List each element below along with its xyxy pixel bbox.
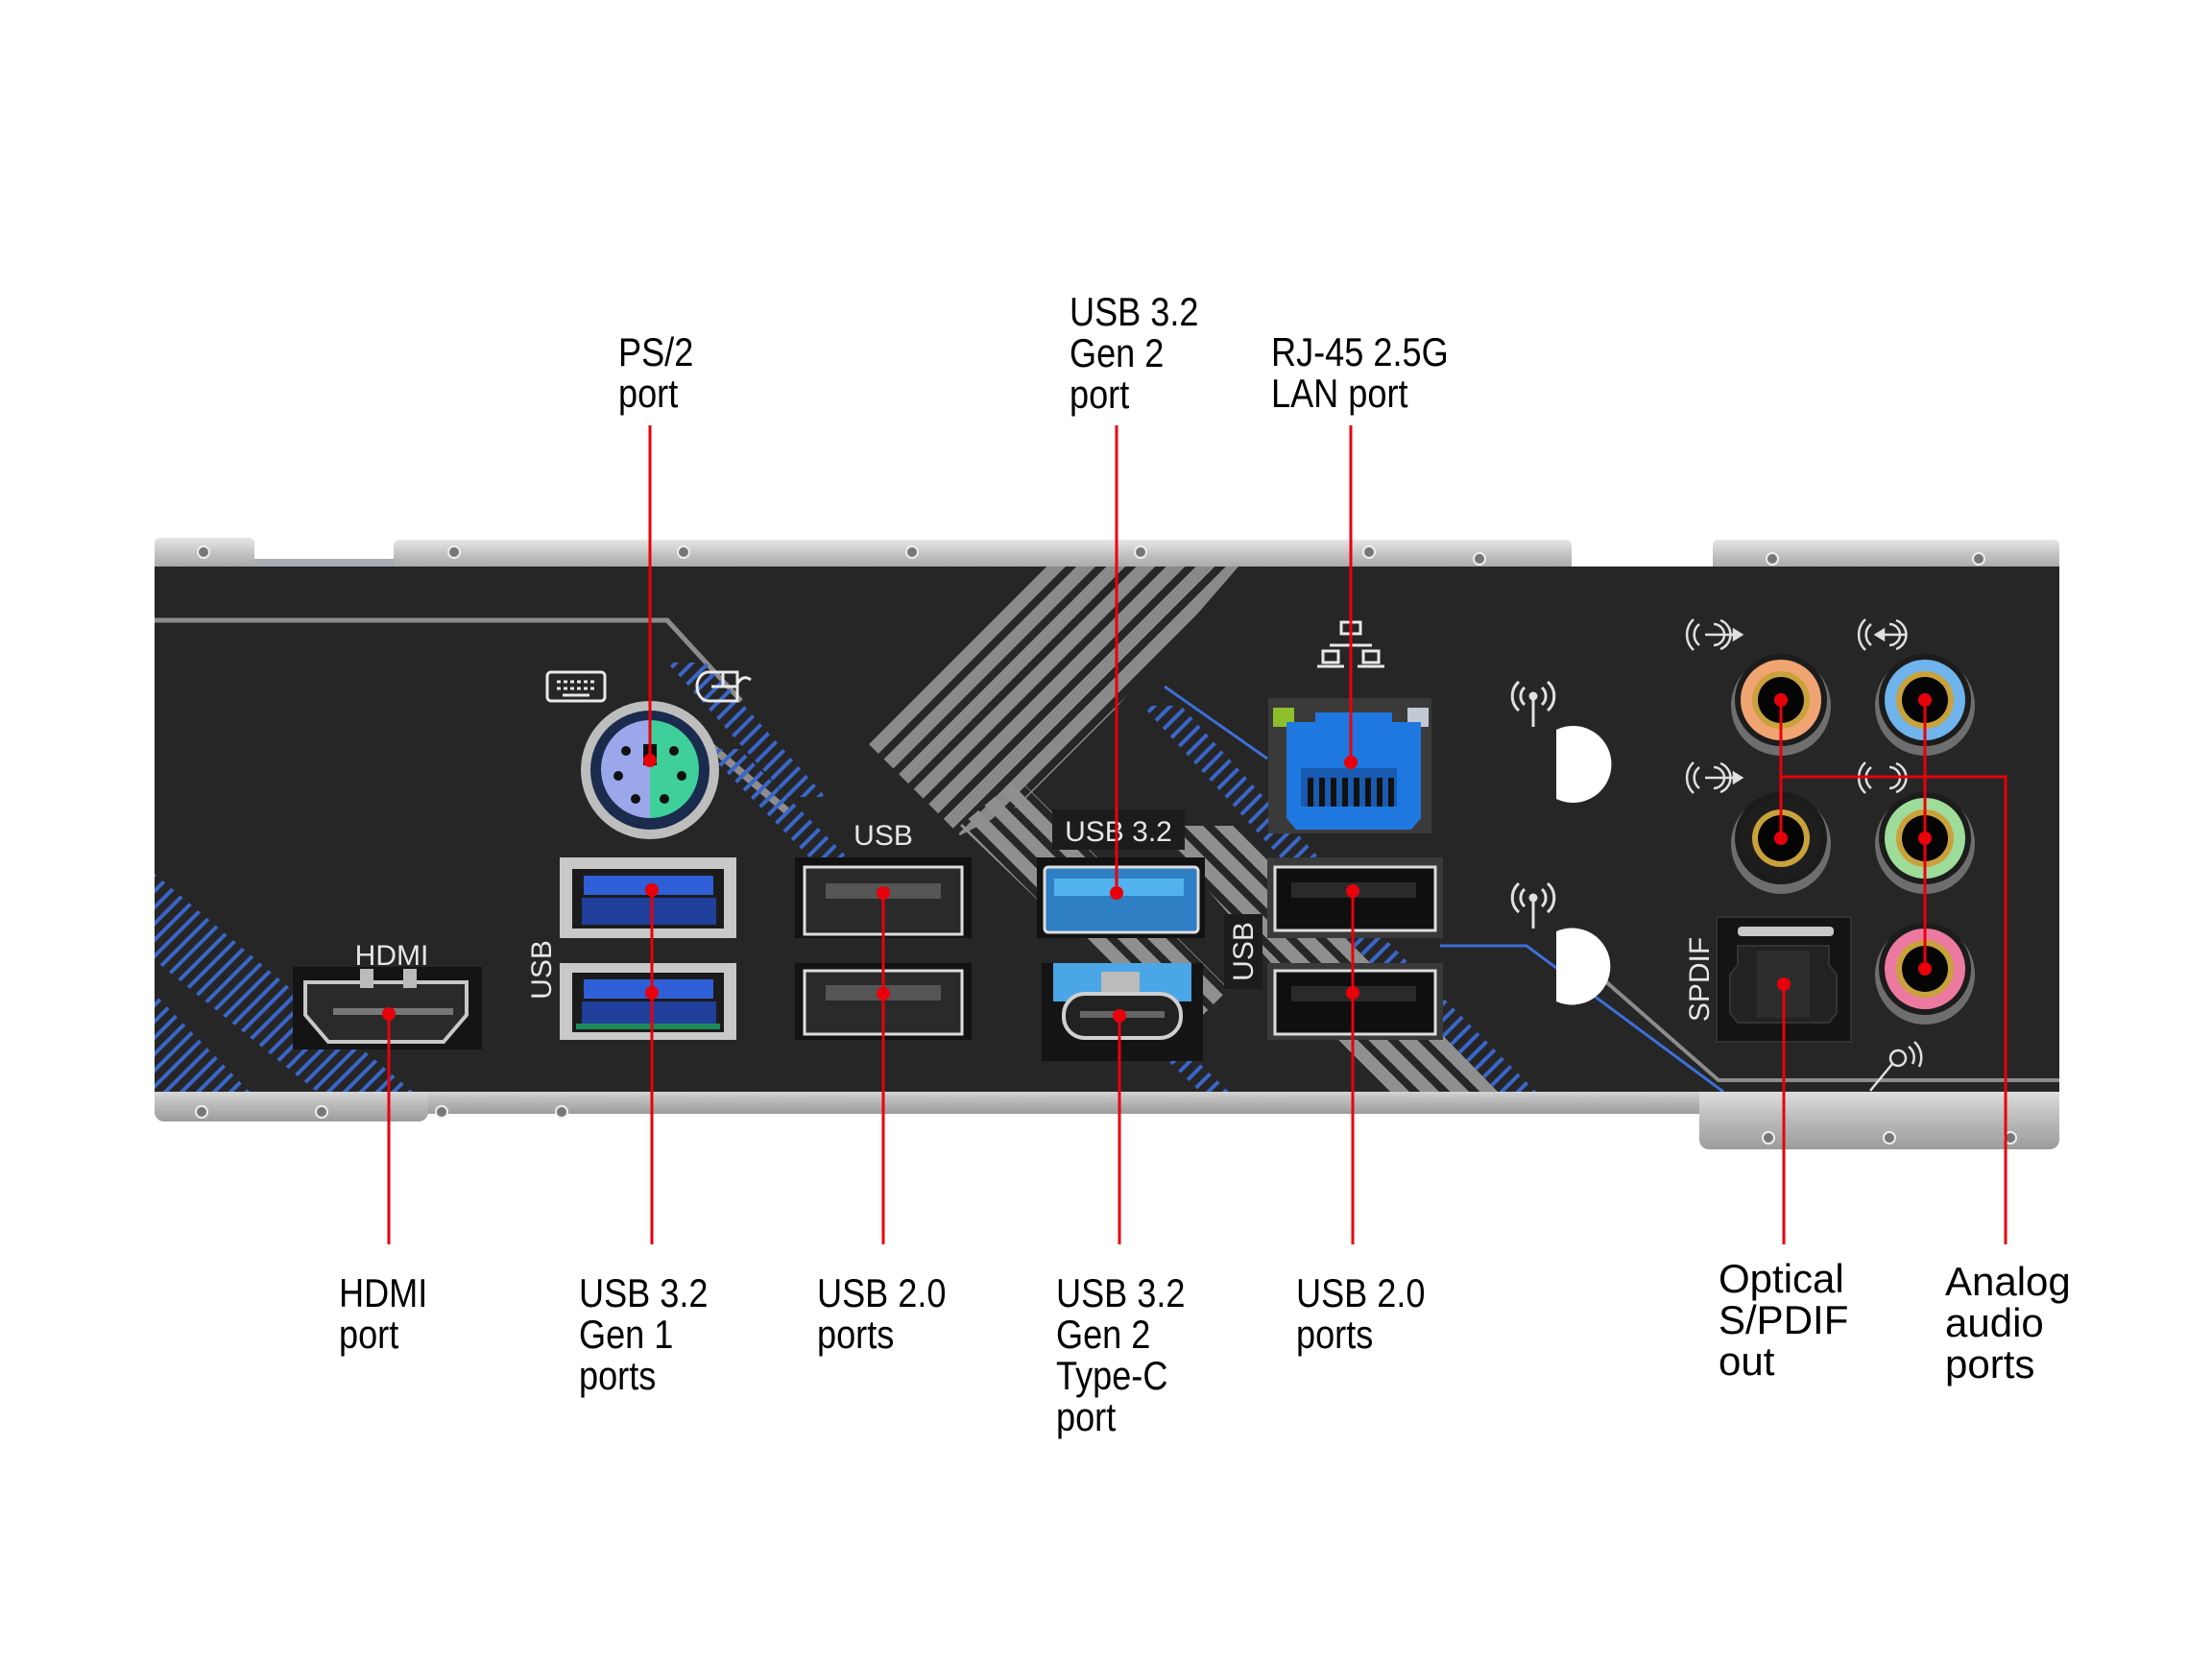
callout-dots — [382, 693, 1932, 1023]
keyboard-icon — [545, 670, 607, 703]
callout-lines — [387, 425, 2008, 1244]
usb32-panel-label: USB 3.2 — [1065, 816, 1172, 848]
callout-typec-line1: USB 3.2 — [1056, 1270, 1186, 1315]
line-in-icon — [1685, 618, 1744, 651]
callout-audio-line3: ports — [1945, 1341, 2035, 1387]
callout-usb32-gen1: USB 3.2 Gen 1 ports — [579, 1272, 709, 1396]
wifi-antenna-icon — [1510, 680, 1556, 727]
hdmi-port — [293, 967, 482, 1049]
microphone-icon — [1869, 1041, 1923, 1092]
callout-usb32-gen2-line2: Gen 2 — [1070, 330, 1165, 375]
wifi-hole-bottom — [1556, 928, 1611, 1005]
callout-ps2: PS/2 port — [618, 331, 693, 414]
callout-audio-line2: audio — [1945, 1300, 2044, 1345]
callout-typec-line3: Type-C — [1056, 1353, 1168, 1398]
callout-usb32-gen1-line1: USB 3.2 — [579, 1270, 709, 1315]
callout-ps2-line1: PS/2 — [618, 329, 694, 374]
callout-usb20-left: USB 2.0 ports — [817, 1272, 947, 1355]
callout-spdif-line3: out — [1719, 1338, 1775, 1384]
wifi-hole-top — [1556, 726, 1612, 803]
callout-usb20-right-line1: USB 2.0 — [1296, 1270, 1426, 1315]
usb32-gen2-typea-port — [1037, 857, 1205, 938]
callout-rj45-line1: RJ-45 2.5G — [1271, 329, 1449, 374]
usb-right-panel-label: USB — [1228, 922, 1260, 981]
callout-hdmi-line2: port — [339, 1312, 399, 1357]
callout-typec-line2: Gen 2 — [1056, 1312, 1151, 1357]
callout-usb20-right: USB 2.0 ports — [1296, 1272, 1426, 1355]
line-out-icon — [1685, 761, 1744, 794]
callout-usb32-gen1-line3: ports — [579, 1353, 657, 1398]
callout-spdif-line2: S/PDIF — [1719, 1297, 1849, 1342]
rear-speaker-icon — [1857, 618, 1908, 651]
spdif-panel-label: SPDIF — [1684, 937, 1716, 1022]
callout-spdif: Optical S/PDIF out — [1719, 1258, 1848, 1382]
callout-usb20-left-line2: ports — [817, 1312, 895, 1357]
callout-hdmi-line1: HDMI — [339, 1270, 428, 1315]
usb-right-label-bg — [1224, 914, 1262, 989]
callout-audio: Analog audio ports — [1945, 1261, 2071, 1385]
callout-hdmi: HDMI port — [339, 1272, 427, 1355]
usb-mid-panel-label: USB — [854, 820, 913, 852]
callout-usb20-right-line2: ports — [1296, 1312, 1374, 1357]
bottom-metal-rail — [155, 1085, 2059, 1149]
usb-left-panel-label: USB — [526, 940, 558, 1000]
audio-jack-line-out — [1875, 792, 1975, 894]
top-metal-rail — [155, 538, 2059, 574]
mouse-icon — [695, 670, 752, 703]
usb32-gen2-typec-port — [1042, 963, 1203, 1061]
callout-ps2-line2: port — [618, 371, 679, 416]
callout-usb32-gen1-line2: Gen 1 — [579, 1312, 674, 1357]
spdif-optical-port — [1716, 916, 1852, 1043]
callout-spdif-line1: Optical — [1719, 1256, 1844, 1301]
wifi-antenna-icon — [1510, 881, 1556, 928]
callout-rj45-line2: LAN port — [1271, 371, 1408, 416]
callout-usb32-gen2-line3: port — [1070, 372, 1130, 417]
usb32-panel-label-bg — [1052, 809, 1185, 850]
usb32-gen1-ports — [560, 857, 736, 1040]
callout-audio-line1: Analog — [1945, 1259, 2071, 1304]
callout-usb32-gen2: USB 3.2 Gen 2 port — [1070, 291, 1199, 415]
callout-usb32-gen2-line1: USB 3.2 — [1070, 289, 1199, 334]
callout-typec-line4: port — [1056, 1394, 1117, 1439]
hdmi-panel-label: HDMI — [355, 940, 429, 972]
callout-rj45: RJ-45 2.5G LAN port — [1271, 331, 1449, 414]
ps2-port — [581, 701, 719, 839]
callout-usb20-left-line1: USB 2.0 — [817, 1270, 947, 1315]
callout-usb32-typec: USB 3.2 Gen 2 Type-C port — [1056, 1272, 1186, 1437]
